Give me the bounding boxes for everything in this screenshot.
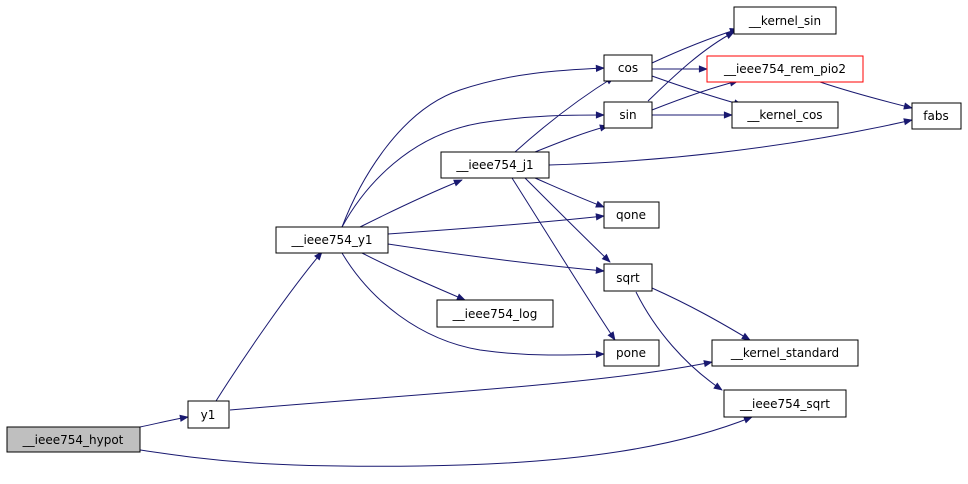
node-kernel-sin[interactable]: __kernel_sin [733,6,837,35]
node-label: __ieee754_sqrt [739,397,830,411]
node-qone[interactable]: qone [603,201,660,229]
node-box [603,101,653,129]
edge-rem-pio2-to-fabs [819,81,913,110]
node-ieee754-sqrt[interactable]: __ieee754_sqrt [723,389,847,418]
node-ieee754-j1[interactable]: __ieee754_j1 [440,151,550,179]
node-label: __ieee754_rem_pio2 [723,62,846,76]
node-box [187,400,230,429]
edge-ieee-j1-to-sin [534,124,609,153]
edge-sqrt-to-ieee-sqrt [635,291,723,391]
node-ieee754-hypot[interactable]: __ieee754_hypot [6,426,141,453]
node-label: __kernel_cos [746,108,822,122]
node-label: qone [616,208,646,222]
node-label: __ieee754_hypot [22,433,124,447]
edge-sqrt-to-kernel-standard [651,287,751,341]
node-box [6,426,141,453]
node-label: __ieee754_log [452,307,538,321]
node-kernel-standard[interactable]: __kernel_standard [711,339,859,367]
node-box [275,226,389,254]
node-label: y1 [201,408,216,422]
node-box [723,389,847,418]
edge-ieee-j1-to-sqrt [524,177,611,263]
edges [139,28,913,467]
node-ieee754-rem-pio2[interactable]: __ieee754_rem_pio2 [706,55,864,83]
edge-ieee-j1-to-qone [534,177,605,208]
node-label: fabs [923,109,948,123]
edge-ieee-j1-to-fabs [548,118,913,166]
node-ieee754-log[interactable]: __ieee754_log [436,299,554,328]
nodes: __ieee754_hypot y1 __ieee754_y1 __ieee75… [6,6,962,453]
edge-ieee-j1-to-cos [514,76,615,153]
edge-ieee-j1-to-pone [511,177,616,341]
node-label: __ieee754_y1 [290,233,372,247]
edge-ieee-y1-to-qone [387,213,605,235]
edge-ieee-y1-to-ieee-log [361,252,466,301]
node-pone[interactable]: pone [603,339,660,367]
node-label: __kernel_sin [748,14,821,28]
node-box [603,263,653,292]
node-box [603,54,653,82]
node-label: __kernel_standard [730,346,839,360]
node-fabs[interactable]: fabs [911,102,962,130]
node-label: cos [618,61,638,75]
edge-sin-to-rem-pio2 [651,79,739,111]
edge-ieee-y1-to-cos [341,64,605,228]
node-cos[interactable]: cos [603,54,653,82]
node-label: __ieee754_j1 [455,158,533,172]
node-box [911,102,962,130]
node-box [436,299,554,328]
node-box [711,339,859,367]
edge-sin-to-kernel-sin [647,31,735,102]
node-ieee754-y1[interactable]: __ieee754_y1 [275,226,389,254]
edge-y1-to-ieee-y1 [215,251,323,402]
node-sin[interactable]: sin [603,101,653,129]
edge-hypot-to-y1 [139,414,189,428]
edge-ieee-y1-to-sqrt [387,243,605,274]
node-box [603,201,660,229]
node-y1[interactable]: y1 [187,400,230,429]
edge-hypot-to-ieee-sqrt [139,416,753,467]
node-kernel-cos[interactable]: __kernel_cos [731,101,839,129]
node-box [440,151,550,179]
node-label: pone [616,346,646,360]
edge-ieee-y1-to-sin [341,111,605,228]
node-box [603,339,660,367]
edge-ieee-y1-to-pone [341,252,605,358]
node-label: sqrt [616,271,640,285]
node-box [731,101,839,129]
edge-y1-to-kernel-standard [229,360,713,411]
node-sqrt[interactable]: sqrt [603,263,653,292]
node-label: sin [619,108,636,122]
node-box [733,6,837,35]
edge-ieee-y1-to-ieee-j1 [359,179,463,228]
node-box [706,55,864,83]
